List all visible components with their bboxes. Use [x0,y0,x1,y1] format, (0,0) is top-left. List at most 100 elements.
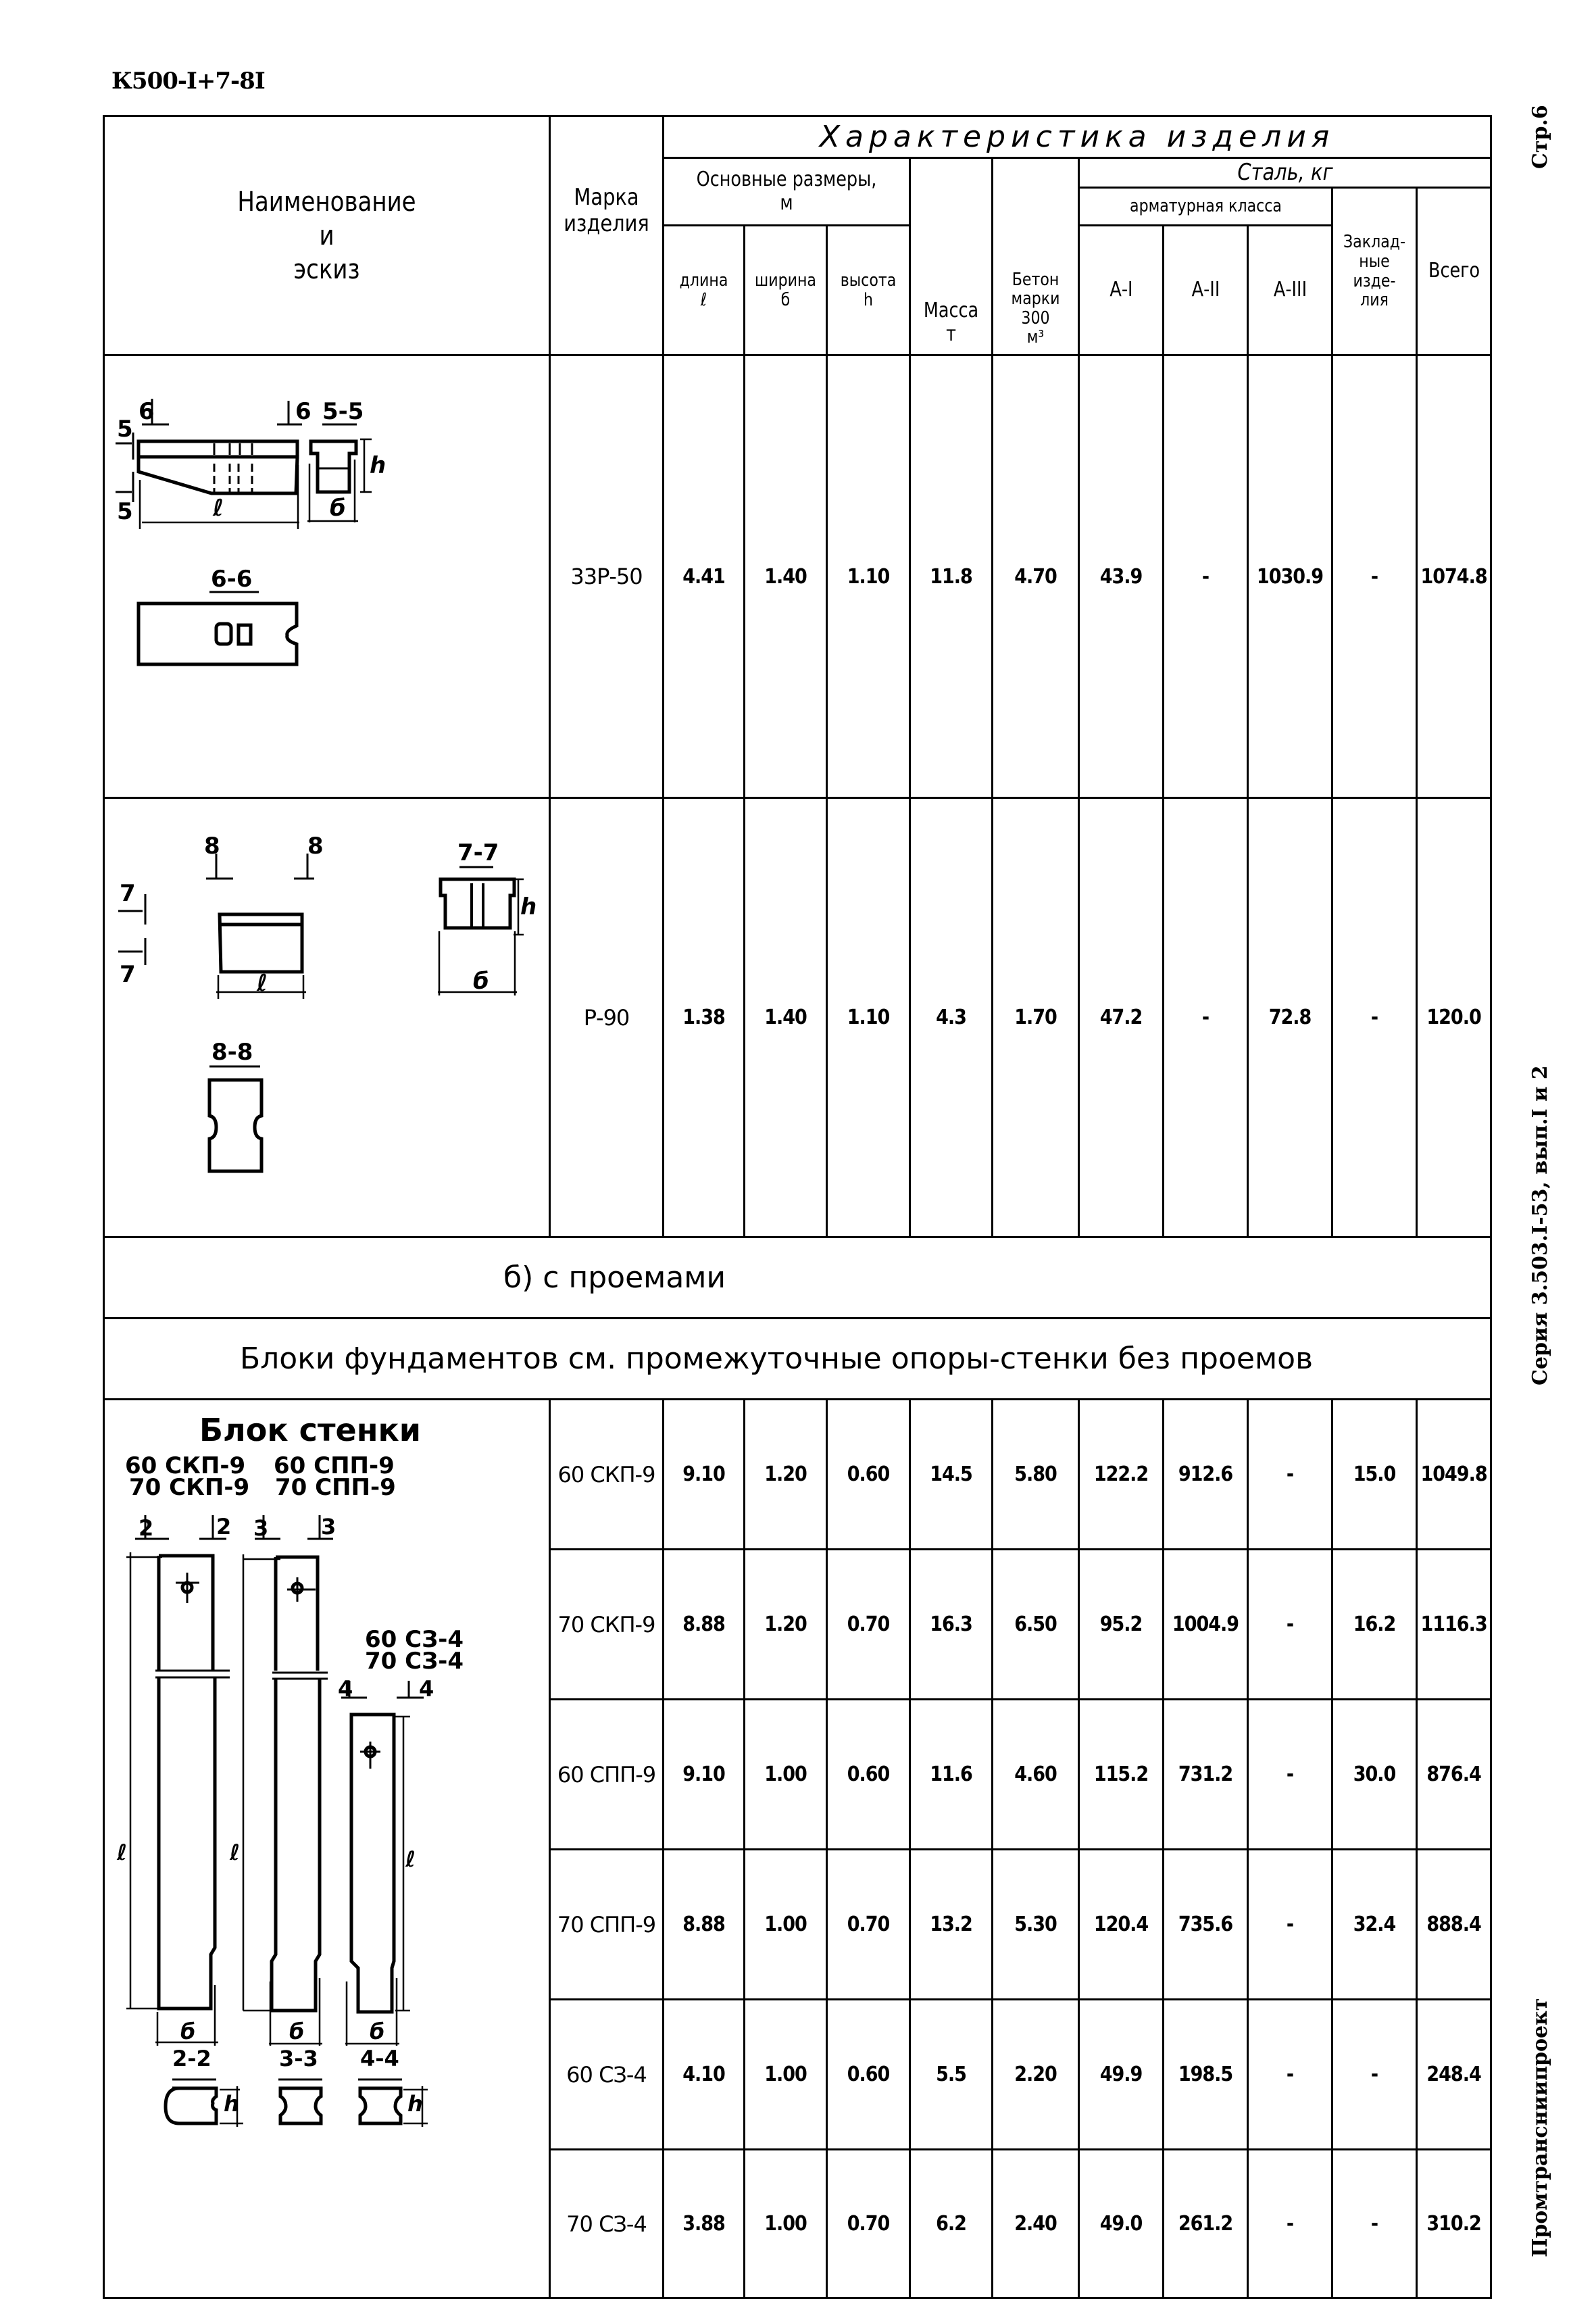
header-total: Всего [1421,187,1487,356]
series-label: Серия 3.503.I-53, вып.I и 2 [1528,1065,1552,1385]
height-cell: 1.10 [826,797,911,1238]
total-cell: 1074.8 [1415,354,1493,799]
sketch-r90: 8 8 7 7 ℓ б h 7-7 8-8 [103,797,551,1238]
group1-mark2: 70 СКП-9 [129,1474,249,1501]
svg-text:б: б [180,2019,195,2044]
wall-block-title: Блок стенки [199,1412,421,1448]
width-label: ширина [755,270,816,291]
total-cell: 876.4 [1415,1698,1493,1850]
sketch-wall-block: Блок стенки 60 СКП-9 70 СКП-9 60 СПП-9 7… [103,1398,551,2299]
embedded-cell: 15.0 [1331,1398,1418,1550]
header-name-line1: Наименование [237,186,416,218]
width-cell: 1.20 [743,1548,828,1700]
cut-mark-5a: 5 [117,416,133,443]
width-cell: 1.00 [743,2148,828,2299]
mass-cell: 11.8 [909,354,993,799]
embedded-line4: лия [1360,290,1389,311]
mass-cell: 11.6 [909,1698,993,1850]
width-symbol: б [780,289,791,310]
section-row: Блоки фундаментов см. промежуточные опор… [102,1317,1493,1400]
mass-cell: 5.5 [909,1998,993,2150]
concrete-line3: 300 [1021,307,1050,328]
group3-mark2: 70 СЗ-4 [365,1648,464,1675]
length-symbol: ℓ [700,289,707,310]
length-cell: 4.10 [662,1998,745,2150]
block-sketch-icon: 6 6 5 5 ℓ б h 5-5 6-6 [116,398,386,666]
concrete-line2: марки [1011,289,1060,310]
total-cell: 310.2 [1415,2148,1493,2299]
cut-mark-3b: 3 [321,1514,336,1540]
svg-text:ℓ: ℓ [116,1840,127,1865]
mass-cell: 6.2 [909,2148,993,2299]
height-cell: 0.60 [826,1398,911,1550]
table-row: 60 СЗ-4 4.10 1.00 0.60 5.5 2.20 49.9 198… [104,1998,1493,2150]
a3-cell: - [1247,1398,1333,1550]
mark-cell: 70 СПП-9 [549,1848,664,2000]
a1-cell: 95.2 [1078,1548,1164,1700]
length-label: длина [679,270,728,291]
steel-header: Сталь, кг [1108,157,1462,189]
section-label-6-6: 6-6 [211,566,252,593]
cut-mark-2a: 2 [139,1515,153,1541]
width-cell: 1.40 [743,797,828,1238]
a1-cell: 49.9 [1078,1998,1164,2150]
foundation-note: Блоки фундаментов см. промежуточные опор… [102,1317,1493,1400]
main-dimensions-line1: Основные размеры, [696,168,877,191]
a3-cell: 1030.9 [1247,354,1333,799]
table-row: 6 6 5 5 ℓ б h 5-5 6-6 33Р-50 4.41 1.40 1… [103,354,1493,799]
cut-mark-8a: 8 [204,833,220,860]
product-spec-table: Наименование и эскиз Марка изделия Харак… [102,115,1493,2299]
concrete-cell: 5.30 [991,1848,1080,2000]
embedded-cell: - [1331,1998,1418,2150]
embedded-cell: 16.2 [1331,1548,1418,1700]
svg-text:б: б [289,2019,304,2044]
a1-cell: 115.2 [1078,1698,1164,1850]
page-number: Стр.6 [1528,105,1552,169]
cut-mark-8b: 8 [307,833,324,860]
a1-cell: 49.0 [1078,2148,1164,2299]
svg-text:б: б [370,2019,384,2044]
height-cell: 0.70 [826,2148,911,2299]
mass-cell: 14.5 [909,1398,993,1550]
table-row: 70 СЗ-4 3.88 1.00 0.70 6.2 2.40 49.0 261… [104,2148,1493,2299]
width-cell: 1.00 [743,1848,828,2000]
concrete-cell: 4.60 [991,1698,1080,1850]
concrete-line1: Бетон [1012,269,1059,290]
mass-label: Масса [923,299,979,322]
total-cell: 1116.3 [1415,1548,1493,1700]
section-label-5-5: 5-5 [322,398,364,425]
concrete-cell: 6.50 [991,1548,1080,1700]
embedded-line3: изде- [1353,270,1396,291]
length-cell: 3.88 [662,2148,745,2299]
document-code: К500-I+7-8I [111,68,266,95]
group2-mark1: 60 СПП-9 [274,1452,395,1479]
group2-mark2: 70 СПП-9 [275,1474,396,1501]
embedded-cell: 32.4 [1331,1848,1418,2000]
concrete-line4: м³ [1026,327,1045,348]
embedded-line2: ные [1359,251,1390,272]
a1-cell: 43.9 [1078,354,1164,799]
svg-text:h: h [224,2091,239,2117]
a2-cell: 1004.9 [1162,1548,1249,1700]
svg-text:ℓ: ℓ [229,1840,240,1865]
cut-mark-4a: 4 [338,1676,353,1702]
group3-mark1: 60 СЗ-4 [365,1626,464,1653]
length-cell: 8.88 [662,1848,745,2000]
total-cell: 888.4 [1415,1848,1493,2000]
main-dimensions-line2: м [780,191,793,215]
concrete-cell: 2.20 [991,1998,1080,2150]
concrete-cell: 1.70 [991,797,1080,1238]
svg-text:б: б [473,968,489,995]
cut-mark-6b: 6 [295,398,311,425]
embedded-cell: 30.0 [1331,1698,1418,1850]
concrete-cell: 4.70 [991,354,1080,799]
section-row: б) с проемами [102,1236,1493,1319]
mass-cell: 4.3 [909,797,993,1238]
embedded-line1: Заклад- [1343,232,1405,253]
section-heading-b: б) с проемами [102,1236,1493,1319]
section-label-4-4: 4-4 [360,2046,399,2071]
length-cell: 4.41 [662,354,745,799]
mark-cell: 60 СКП-9 [549,1398,664,1550]
